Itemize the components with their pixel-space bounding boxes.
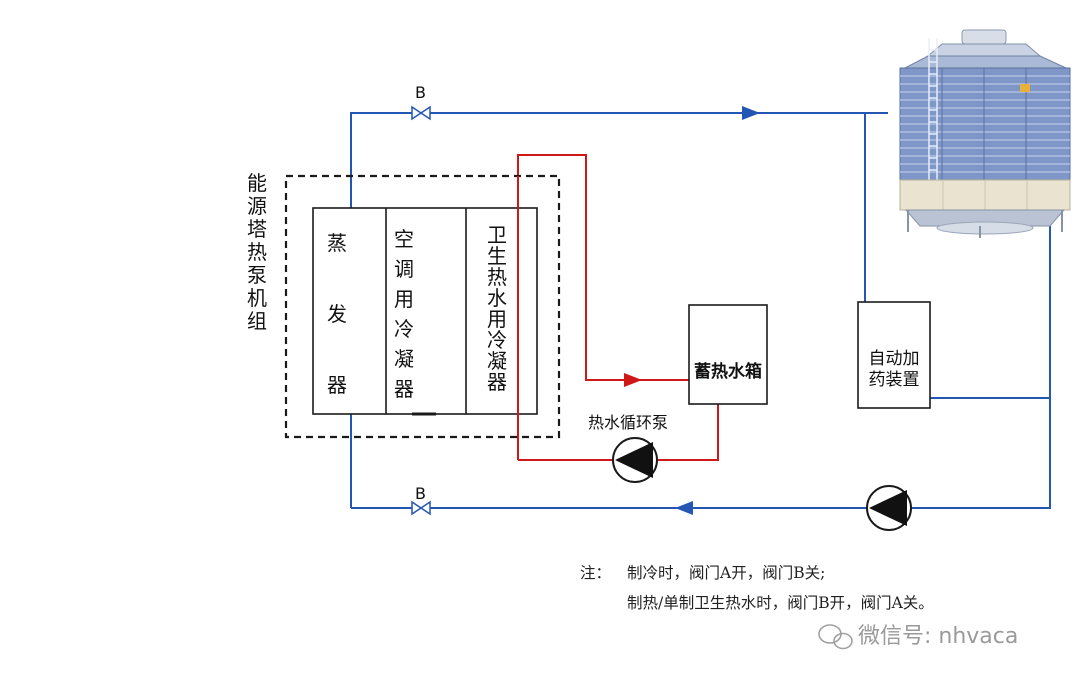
svg-text:凝: 凝 [487,349,507,373]
flow-arrow-icon [675,501,693,515]
svg-text:水: 水 [487,286,507,310]
dosing-label-line2: 药装置 [869,370,920,390]
svg-text:组: 组 [247,309,267,333]
valve-label-bottom: B [415,484,426,503]
valve-label-top: B [415,83,426,102]
svg-text:发: 发 [327,302,347,326]
svg-text:冷: 冷 [487,328,507,352]
heat-pump-unit-box [312,207,538,415]
svg-text:调: 调 [394,257,414,281]
evaporator-label: 蒸 发 器 [327,231,347,397]
svg-text:机: 机 [247,286,267,310]
svg-text:塔: 塔 [247,217,267,241]
heat-storage-tank-label: 蓄热水箱 [694,361,762,382]
cooling-tower-icon [899,29,1071,238]
svg-text:冷: 冷 [394,317,414,341]
svg-text:空: 空 [394,227,414,251]
svg-text:源: 源 [247,194,267,218]
svg-text:卫: 卫 [487,223,507,247]
hot-water-condenser-label: 卫 生 热 水 用 冷 凝 器 [487,223,507,394]
heat-pump-unit-enclosure [284,174,561,439]
svg-text:泵: 泵 [247,263,267,287]
pump-icon [612,437,658,483]
unit-title-vertical: 能 源 塔 热 泵 机 组 [247,171,267,333]
ac-condenser-label: 空 调 用 冷 凝 器 [394,227,414,401]
flow-arrow-icon [624,373,642,387]
hot-water-pump-label: 热水循环泵 [588,413,668,432]
wechat-icon [818,624,853,650]
svg-text:器: 器 [487,370,507,394]
valve-icon [411,500,431,516]
flow-arrow-icon [742,106,760,120]
svg-text:蒸: 蒸 [327,231,347,255]
pump-icon [866,485,912,531]
svg-text:能: 能 [247,171,267,195]
svg-text:生: 生 [487,244,507,268]
dosing-label-line1: 自动加 [869,349,920,369]
svg-text:器: 器 [394,377,414,401]
svg-text:器: 器 [327,373,347,397]
svg-text:用: 用 [394,287,414,311]
svg-text:用: 用 [487,307,507,331]
svg-text:热: 热 [247,240,267,264]
note-line-1: 制冷时，阀门A开，阀门B关; [627,564,825,582]
note-line-2: 制热/单制卫生热水时，阀门B开，阀门A关。 [627,594,934,612]
valve-icon [411,105,431,121]
heat-storage-tank [688,304,768,405]
auto-dosing-device [857,301,931,409]
svg-text:凝: 凝 [394,347,414,371]
watermark: 微信号: nhvaca [858,624,1018,649]
svg-text:热: 热 [487,265,507,289]
note-prefix: 注： [580,564,611,582]
